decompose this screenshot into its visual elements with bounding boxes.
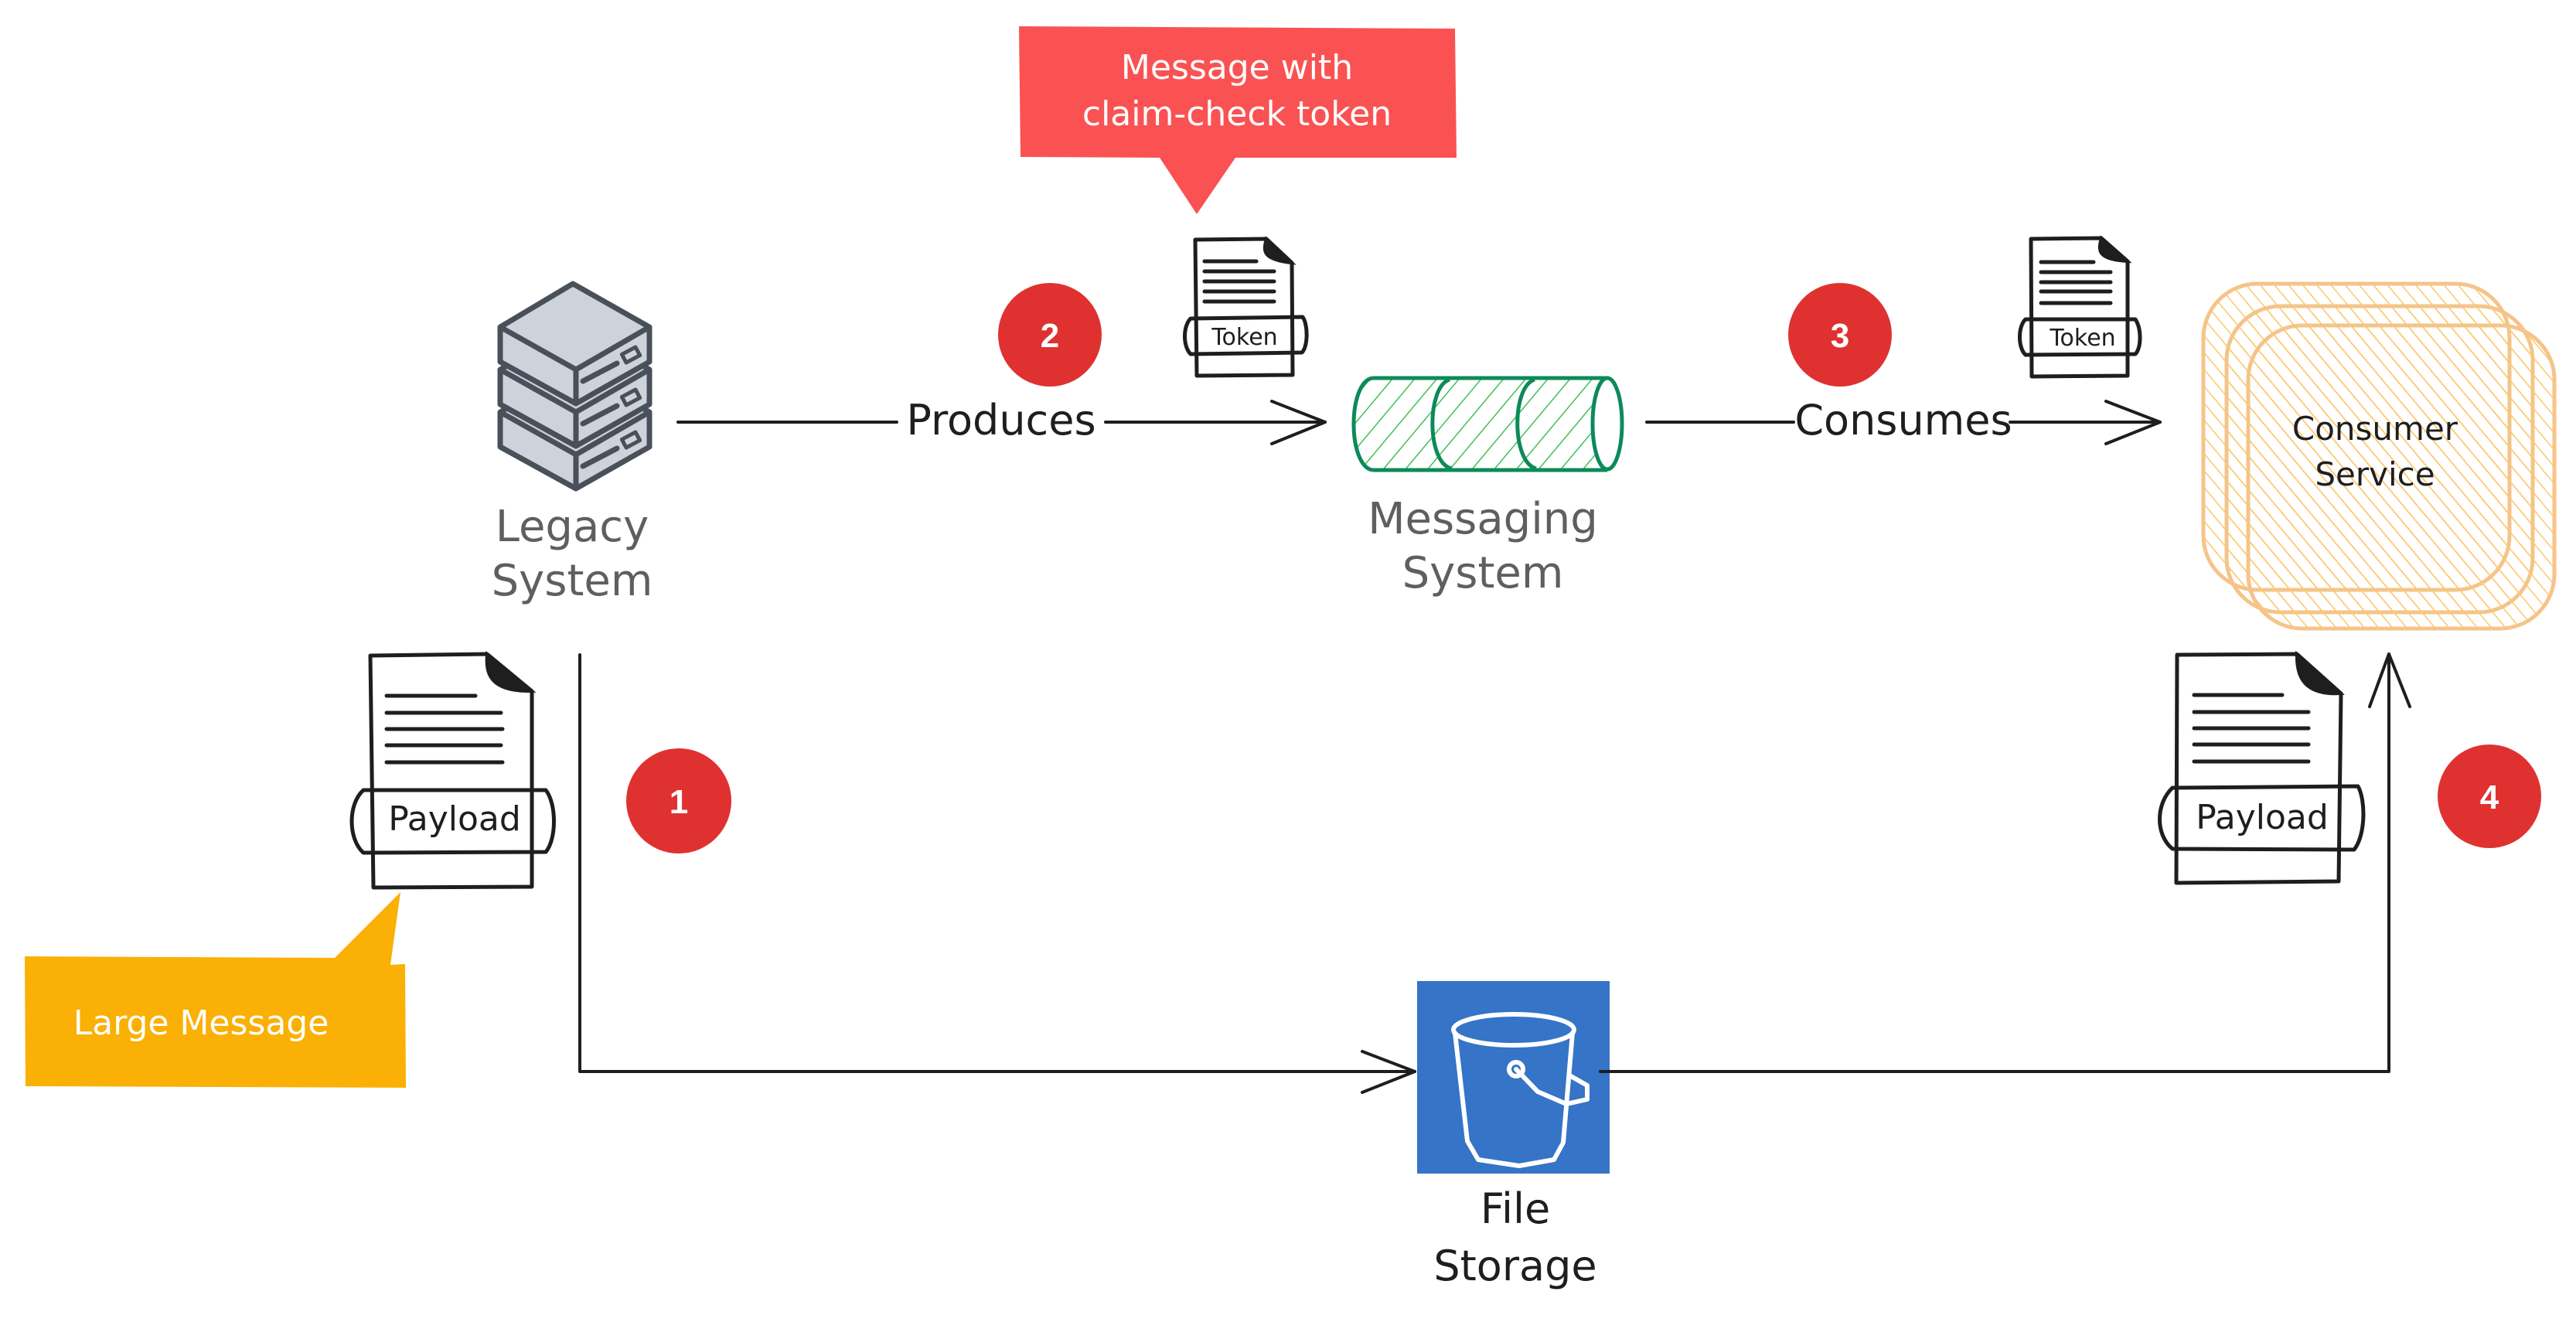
payload-tag-1: Payload — [388, 799, 521, 839]
legacy-system-label-line1: Legacy — [496, 502, 649, 552]
document-icon — [2158, 650, 2366, 885]
step-badge-3: 3 — [1788, 283, 1892, 387]
large-message-callout-shape — [25, 892, 406, 1088]
consumes-arrow[interactable]: Consumes — [1645, 396, 2162, 445]
legacy-system-label-line2: System — [492, 556, 653, 606]
messaging-system-label-line2: System — [1402, 548, 1564, 598]
token-tag-1: Token — [1211, 324, 1277, 351]
step-badge-4: 4 — [2438, 744, 2541, 848]
token-document-1: Token — [1183, 236, 1309, 378]
consumer-service-label-line2: Service — [2315, 455, 2435, 493]
large-message-callout-text: Large Message — [73, 1003, 329, 1043]
legacy-system-node[interactable]: Legacy System — [492, 281, 653, 606]
claim-check-callout-line2: claim-check token — [1082, 94, 1392, 134]
produces-label: Produces — [906, 396, 1095, 445]
token-document-2: Token — [2018, 235, 2142, 379]
document-icon — [349, 651, 556, 890]
file-storage-label-line1: File — [1481, 1184, 1550, 1233]
retrieve-payload-arrow[interactable] — [1599, 652, 2411, 1073]
service-stack-icon — [2201, 281, 2557, 631]
consumer-service-label-line1: Consumer — [2292, 410, 2458, 448]
document-icon — [2018, 235, 2142, 379]
claim-check-callout-line1: Message with — [1121, 48, 1353, 87]
svg-text:3: 3 — [1831, 317, 1849, 355]
file-storage-label-line2: Storage — [1433, 1242, 1596, 1290]
messaging-system-node[interactable]: Messaging System — [1351, 376, 1624, 598]
payload-document-2: Payload — [2158, 650, 2366, 885]
svg-text:4: 4 — [2480, 779, 2499, 816]
consumer-service-node[interactable]: Consumer Service — [2201, 281, 2557, 631]
claim-check-callout: Message with claim-check token — [1019, 26, 1457, 214]
bucket-icon — [1451, 1012, 1590, 1168]
document-icon — [1183, 236, 1309, 378]
step-badge-2: 2 — [998, 283, 1102, 387]
consumes-label: Consumes — [1794, 396, 2012, 445]
payload-tag-2: Payload — [2196, 798, 2329, 837]
large-message-callout: Large Message — [25, 892, 406, 1088]
svg-text:1: 1 — [670, 783, 688, 821]
produces-arrow[interactable]: Produces — [676, 396, 1327, 445]
server-stack-icon — [497, 281, 653, 492]
file-storage-node[interactable]: File Storage — [1417, 981, 1610, 1290]
step-badge-1: 1 — [626, 748, 731, 854]
payload-document-1: Payload — [349, 651, 556, 890]
svg-text:2: 2 — [1041, 317, 1059, 355]
messaging-system-label-line1: Messaging — [1368, 494, 1598, 544]
store-payload-arrow[interactable] — [578, 653, 1416, 1094]
queue-cylinder-icon — [1351, 376, 1624, 472]
token-tag-2: Token — [2049, 325, 2115, 352]
claim-check-callout-shape — [1019, 26, 1457, 214]
